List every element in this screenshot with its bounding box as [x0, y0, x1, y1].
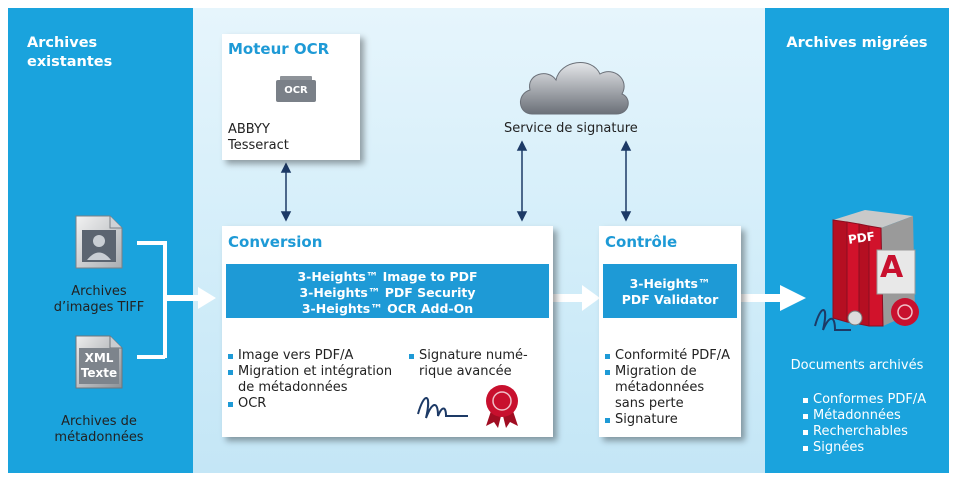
sig-ctrl-head-down: [620, 211, 632, 222]
xml-document-icon: [75, 335, 123, 389]
tiff-archives-label: Archives d’images TIFF: [44, 284, 154, 316]
sig-conv-head-up: [516, 140, 528, 151]
conversion-feature: Signature numé-rique avancée: [409, 348, 549, 380]
ocr-chip-top: [280, 76, 312, 81]
metadata-archives-label: Archives de métadonnées: [44, 414, 154, 446]
output-arrow-shaft: [741, 294, 781, 302]
conversion-feature: OCR: [228, 396, 408, 412]
feature-text: Migration et intégration: [238, 364, 393, 379]
input-arrow-head: [198, 287, 216, 309]
ocr-link-head-up: [280, 162, 292, 173]
conversion-feature: Image vers PDF/A: [228, 348, 408, 364]
ocr-engine-title: Moteur OCR: [228, 40, 330, 58]
label-line: Archives de: [61, 414, 137, 429]
product-line: 3-Heights™ OCR Add-On: [301, 301, 474, 316]
migrated-archives-title: Archives migrées: [786, 35, 928, 51]
feature-text: Signature numé-: [419, 348, 528, 363]
input-bracket-bottom: [137, 355, 165, 359]
icon-line: Texte: [80, 366, 118, 380]
ocr-chip-icon: OCR: [276, 80, 316, 102]
conversion-features: Image vers PDF/A Migration et intégratio…: [228, 348, 408, 412]
title-line: existantes: [27, 54, 113, 70]
property-item: Signées: [803, 440, 943, 456]
archived-documents-properties: Conformes PDF/A Métadonnées Recherchable…: [803, 392, 943, 456]
archived-binders-icon: [814, 210, 919, 331]
property-item: Conformes PDF/A: [803, 392, 943, 408]
ocr-engine-list: ABBYY Tesseract: [228, 122, 289, 154]
feature-text: métadonnées: [615, 380, 705, 395]
output-arrow-head: [780, 285, 806, 311]
property-item: Recherchables: [803, 424, 943, 440]
signature-scribble-icon: [417, 397, 468, 419]
control-title: Contrôle: [605, 233, 678, 251]
conversion-products-bar: 3-Heights™ Image to PDF 3-Heights™ PDF S…: [226, 264, 549, 318]
feature-text: Migration de: [615, 364, 697, 379]
ocr-link-head-down: [280, 211, 292, 222]
icon-line: XML: [84, 351, 114, 365]
control-box: Contrôle 3-Heights™ PDF Validator Confor…: [599, 226, 741, 437]
feature-text: Signature: [615, 412, 678, 427]
feature-text: rique avancée: [419, 364, 512, 379]
product-line: 3-Heights™: [629, 276, 711, 291]
conversion-arrow-shaft: [553, 294, 583, 302]
input-bracket-top: [137, 241, 165, 245]
conversion-box: Conversion 3-Heights™ Image to PDF 3-Hei…: [222, 226, 553, 437]
feature-text: sans perte: [615, 396, 684, 411]
conversion-title: Conversion: [228, 233, 323, 251]
title-line: Archives: [27, 35, 98, 51]
ocr-engine-item: Tesseract: [228, 138, 289, 153]
cloud-icon: [520, 62, 629, 115]
label-line: métadonnées: [54, 430, 144, 445]
feature-text: OCR: [238, 396, 267, 411]
pdfa-letter: A: [880, 250, 904, 285]
label-line: Archives: [71, 284, 127, 299]
feature-text: de métadonnées: [238, 380, 348, 395]
label-line: d’images TIFF: [53, 300, 145, 315]
existing-archives-title: Archives existantes: [27, 34, 112, 72]
feature-text: Image vers PDF/A: [238, 348, 354, 363]
sig-conv-head-down: [516, 211, 528, 222]
product-line: PDF Validator: [621, 292, 719, 307]
input-arrow-shaft: [165, 295, 199, 301]
control-product-bar: 3-Heights™ PDF Validator: [603, 264, 737, 318]
product-line: 3-Heights™ Image to PDF: [297, 269, 478, 284]
ocr-engine-box: Moteur OCR OCR ABBYY Tesseract: [222, 34, 360, 160]
seal-icon: [486, 385, 518, 428]
control-feature: Signature: [605, 412, 737, 428]
archived-documents-label: Documents archivés: [790, 358, 924, 373]
tiff-image-icon: [75, 215, 123, 269]
signature-service-label: Service de signature: [504, 121, 638, 136]
conversion-arrow-head: [582, 285, 600, 311]
control-feature: Conformité PDF/A: [605, 348, 737, 364]
sig-ctrl-head-up: [620, 140, 632, 151]
xml-icon-text: XML Texte: [79, 351, 119, 381]
product-line: 3-Heights™ PDF Security: [299, 285, 476, 300]
property-item: Métadonnées: [803, 408, 943, 424]
feature-text: Conformité PDF/A: [615, 348, 731, 363]
conversion-signature-feature: Signature numé-rique avancée: [409, 348, 549, 380]
ocr-engine-item: ABBYY: [228, 122, 270, 137]
